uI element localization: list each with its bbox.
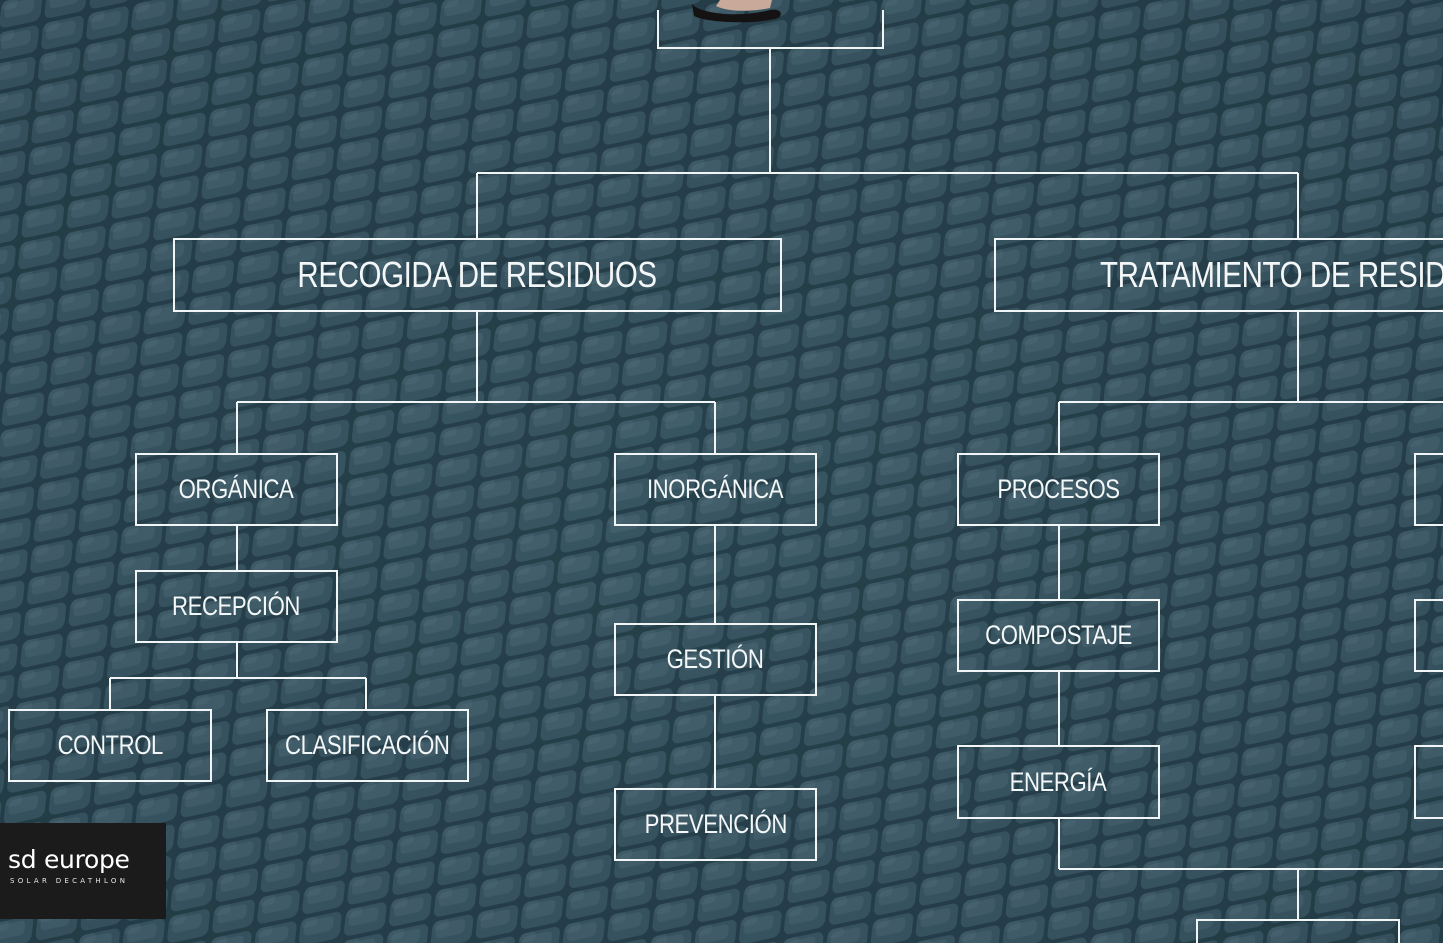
node-inorganica: INORGÁNICA — [614, 453, 817, 526]
node-energia: ENERGÍA — [957, 745, 1160, 819]
node-label: PROCESOS — [997, 474, 1120, 504]
node-clasificacion: CLASIFICACIÓN — [266, 709, 469, 782]
node-label: ENERGÍA — [1010, 766, 1107, 797]
node-procesos: PROCESOS — [957, 453, 1160, 526]
partial-box-right-1 — [1414, 453, 1443, 526]
partial-box-bottom — [1196, 919, 1400, 943]
partial-box-right-2 — [1414, 599, 1443, 672]
node-label: CLASIFICACIÓN — [285, 730, 450, 760]
node-label: RECEPCIÓN — [172, 591, 301, 621]
node-label: COMPOSTAJE — [985, 620, 1132, 650]
node-label: RECOGIDA DE RESIDUOS — [297, 254, 658, 295]
node-label: CONTROL — [57, 730, 163, 760]
node-label: INORGÁNICA — [647, 474, 784, 504]
connector-top-bracket — [657, 10, 884, 49]
node-organica: ORGÁNICA — [135, 453, 338, 526]
node-control: CONTROL — [8, 709, 212, 782]
node-gestion: GESTIÓN — [614, 623, 817, 696]
node-label: ORGÁNICA — [179, 474, 294, 504]
node-recepcion: RECEPCIÓN — [135, 570, 338, 643]
node-label: GESTIÓN — [667, 644, 764, 674]
node-compostaje: COMPOSTAJE — [957, 599, 1160, 672]
node-label: PREVENCIÓN — [644, 809, 787, 839]
logo-tagline: SOLAR DECATHLON — [10, 877, 129, 885]
node-tratamiento-de-residuos: TRATAMIENTO DE RESIDU — [994, 238, 1443, 312]
sd-europe-logo: sd europe SOLAR DECATHLON — [0, 823, 166, 919]
partial-box-right-3 — [1414, 745, 1443, 819]
node-prevencion: PREVENCIÓN — [614, 788, 817, 861]
logo-wordmark: sd europe — [8, 845, 130, 874]
node-recogida-de-residuos: RECOGIDA DE RESIDUOS — [173, 238, 782, 312]
node-label: TRATAMIENTO DE RESIDU — [1100, 254, 1443, 295]
